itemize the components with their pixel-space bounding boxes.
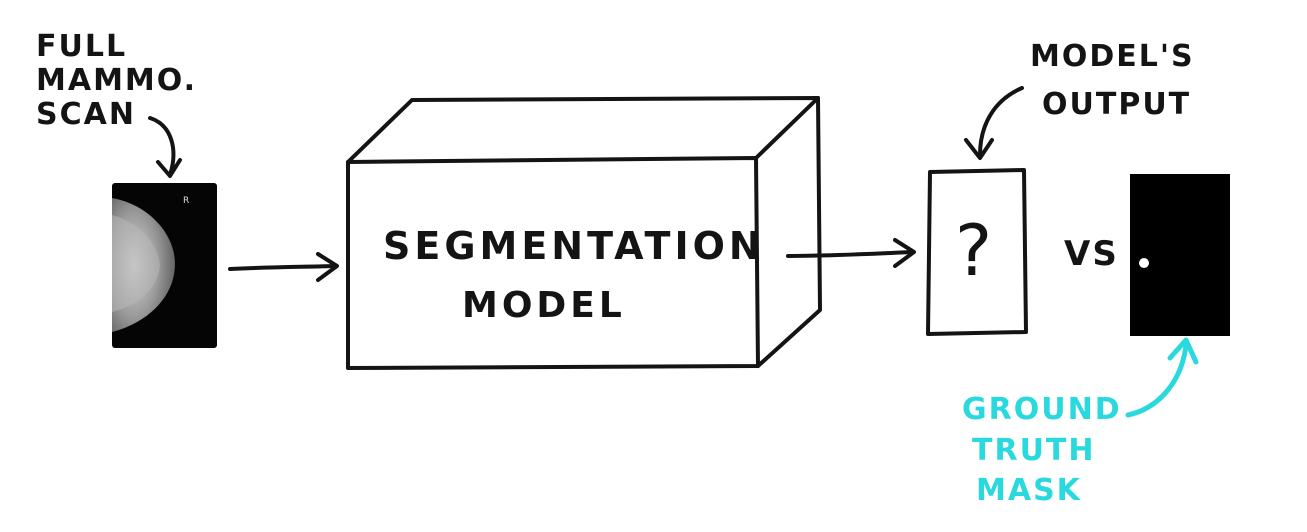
scan-tag: R — [183, 196, 189, 206]
input-label-arrow — [148, 116, 182, 178]
input-label-line-3: SCAN — [36, 97, 136, 132]
ground-truth-mask-image — [1130, 174, 1230, 336]
input-label-line-1: FULL — [36, 29, 128, 64]
input-label-line-2: MAMMO. — [36, 63, 198, 98]
segmentation-model-box — [346, 96, 822, 370]
model-output-box — [926, 168, 1028, 336]
output-label-line-2: OUTPUT — [1042, 87, 1192, 122]
ground-truth-label-line-1: GROUND — [962, 392, 1122, 427]
comparison-label: VS — [1064, 234, 1119, 274]
model-subtitle: MODEL — [462, 285, 626, 326]
output-label-arrow — [964, 86, 1024, 160]
output-placeholder: ? — [955, 210, 993, 292]
model-title: SEGMENTATION — [383, 224, 765, 268]
arrow-model-to-output — [786, 238, 916, 268]
ground-truth-label-arrow — [1125, 337, 1199, 418]
ground-truth-label-line-3: MASK — [976, 473, 1082, 508]
mammogram-scan-image: R — [112, 183, 217, 348]
ground-truth-label-line-2: TRUTH — [972, 433, 1096, 468]
arrow-scan-to-model — [228, 252, 339, 282]
output-label-line-1: MODEL'S — [1030, 39, 1195, 74]
